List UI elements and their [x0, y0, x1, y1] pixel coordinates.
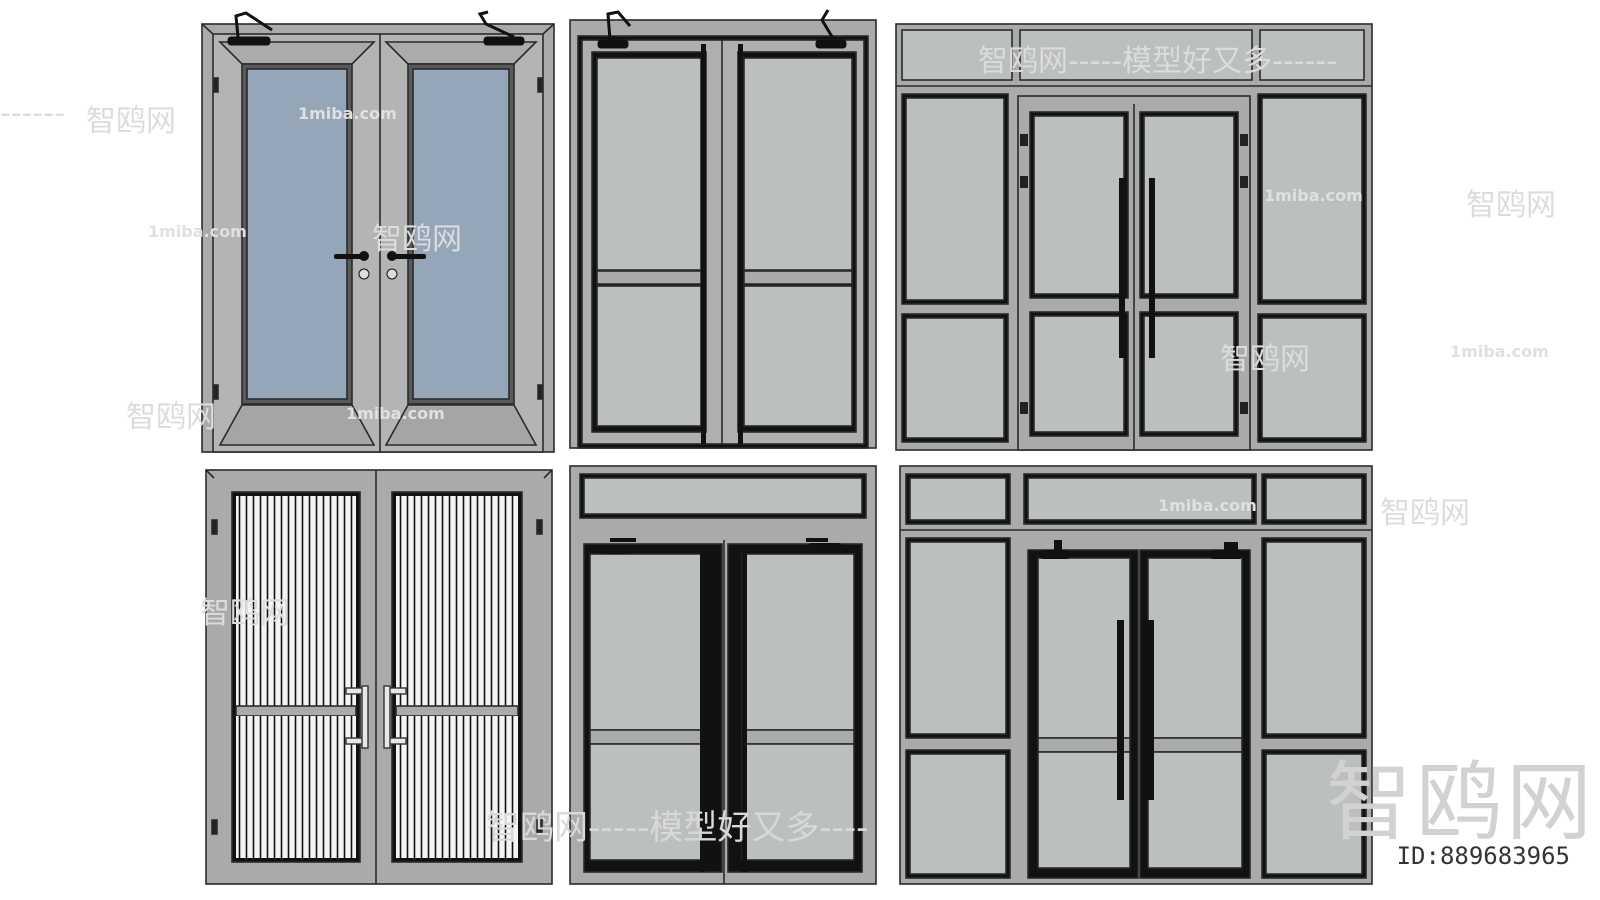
- pull-bar-handle: [701, 44, 743, 444]
- door-closer: [1040, 540, 1242, 559]
- pull-bar-handle: [345, 685, 407, 749]
- reeded-glass: [396, 496, 518, 706]
- pull-bar-handle: [1119, 178, 1155, 358]
- reeded-glass: [236, 496, 356, 706]
- reeded-glass: [396, 716, 518, 858]
- hinge-icon: [1020, 134, 1248, 414]
- pull-bar-handle: [700, 548, 747, 872]
- glass-panel-blue: [412, 68, 510, 400]
- door-storefront-sidelights-transom-2: [899, 465, 1373, 885]
- door-glass-double-black-frame: [569, 19, 877, 449]
- door-closer: [227, 10, 525, 46]
- glass-panel: [596, 285, 702, 427]
- glass-panel: [743, 57, 853, 271]
- reeded-glass: [236, 716, 356, 858]
- door-reeded-glass-double: [205, 469, 553, 885]
- door-closer: [600, 538, 842, 554]
- glass-panel-blue: [246, 68, 348, 400]
- door-closer: [597, 9, 847, 49]
- glass-panel: [596, 57, 702, 271]
- door-storefront-sidelights-transom: [895, 23, 1373, 451]
- model-id-label: ID:889683965: [1396, 842, 1570, 870]
- pull-bar-handle: [1117, 620, 1154, 800]
- door-fire-double-blue-glass: [201, 23, 555, 453]
- door-glass-double-transom: [569, 465, 877, 885]
- transom-glass: [583, 477, 863, 515]
- glass-panel: [743, 285, 853, 427]
- lever-handle: [334, 251, 426, 280]
